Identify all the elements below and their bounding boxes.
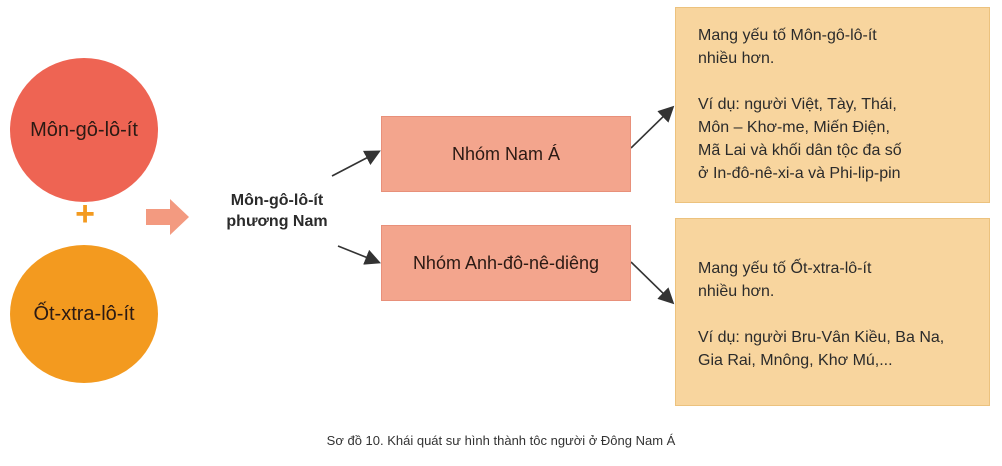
group-nam-a-box: Nhóm Nam Á <box>381 116 631 192</box>
panel-example: ở In-đô-nê-xi-a và Phi-lip-pin <box>698 165 901 182</box>
arrow-to-nam-a <box>331 150 381 177</box>
panel-text: Mang yếu tố Ốt-xtra-lô-ít <box>698 260 872 277</box>
mongoloid-circle: Môn-gô-lô-ít <box>10 58 158 202</box>
plus-sign: + <box>75 195 95 233</box>
southern-mongoloid-line1: Môn-gô-lô-ít <box>230 192 324 209</box>
group-anh-do-ne-dieng-box: Nhóm Anh-đô-nê-diêng <box>381 225 631 301</box>
right-arrow-icon <box>146 199 189 235</box>
mongoloid-label: Môn-gô-lô-ít <box>30 118 138 141</box>
figure-caption: Sơ đồ 10. Khái quát sư hình thành tôc ng… <box>326 433 676 448</box>
bottom-description-panel: Mang yếu tố Ốt-xtra-lô-ít nhiều hơn. Ví … <box>675 218 990 406</box>
southern-mongoloid-label: Môn-gô-lô-ít phương Nam <box>212 190 342 232</box>
panel-example: Mã Lai và khối dân tộc đa số <box>698 142 902 159</box>
panel-example: Môn – Khơ-me, Miến Điện, <box>698 119 890 136</box>
australoid-circle: Ốt-xtra-lô-ít <box>10 245 158 383</box>
arrow-to-bottom-panel <box>630 261 675 305</box>
panel-example: Ví dụ: người Việt, Tày, Thái, <box>698 96 897 113</box>
australoid-label: Ốt-xtra-lô-ít <box>33 302 135 325</box>
arrow-to-top-panel <box>630 105 675 149</box>
top-description-panel: Mang yếu tố Môn-gô-lô-ít nhiều hơn. Ví d… <box>675 7 990 203</box>
group-nam-a-label: Nhóm Nam Á <box>451 143 561 164</box>
panel-text: nhiều hơn. <box>698 283 775 300</box>
panel-example: Gia Rai, Mnông, Khơ Mú,... <box>698 352 893 369</box>
arrow-to-anh-do-ne-dieng <box>337 245 381 265</box>
panel-text: nhiều hơn. <box>698 50 775 67</box>
southern-mongoloid-line2: phương Nam <box>226 213 328 230</box>
group-anh-do-ne-dieng-label: Nhóm Anh-đô-nê-diêng <box>412 252 600 273</box>
panel-example: Ví dụ: người Bru-Vân Kiều, Ba Na, <box>698 329 945 346</box>
panel-text: Mang yếu tố Môn-gô-lô-ít <box>698 27 877 44</box>
